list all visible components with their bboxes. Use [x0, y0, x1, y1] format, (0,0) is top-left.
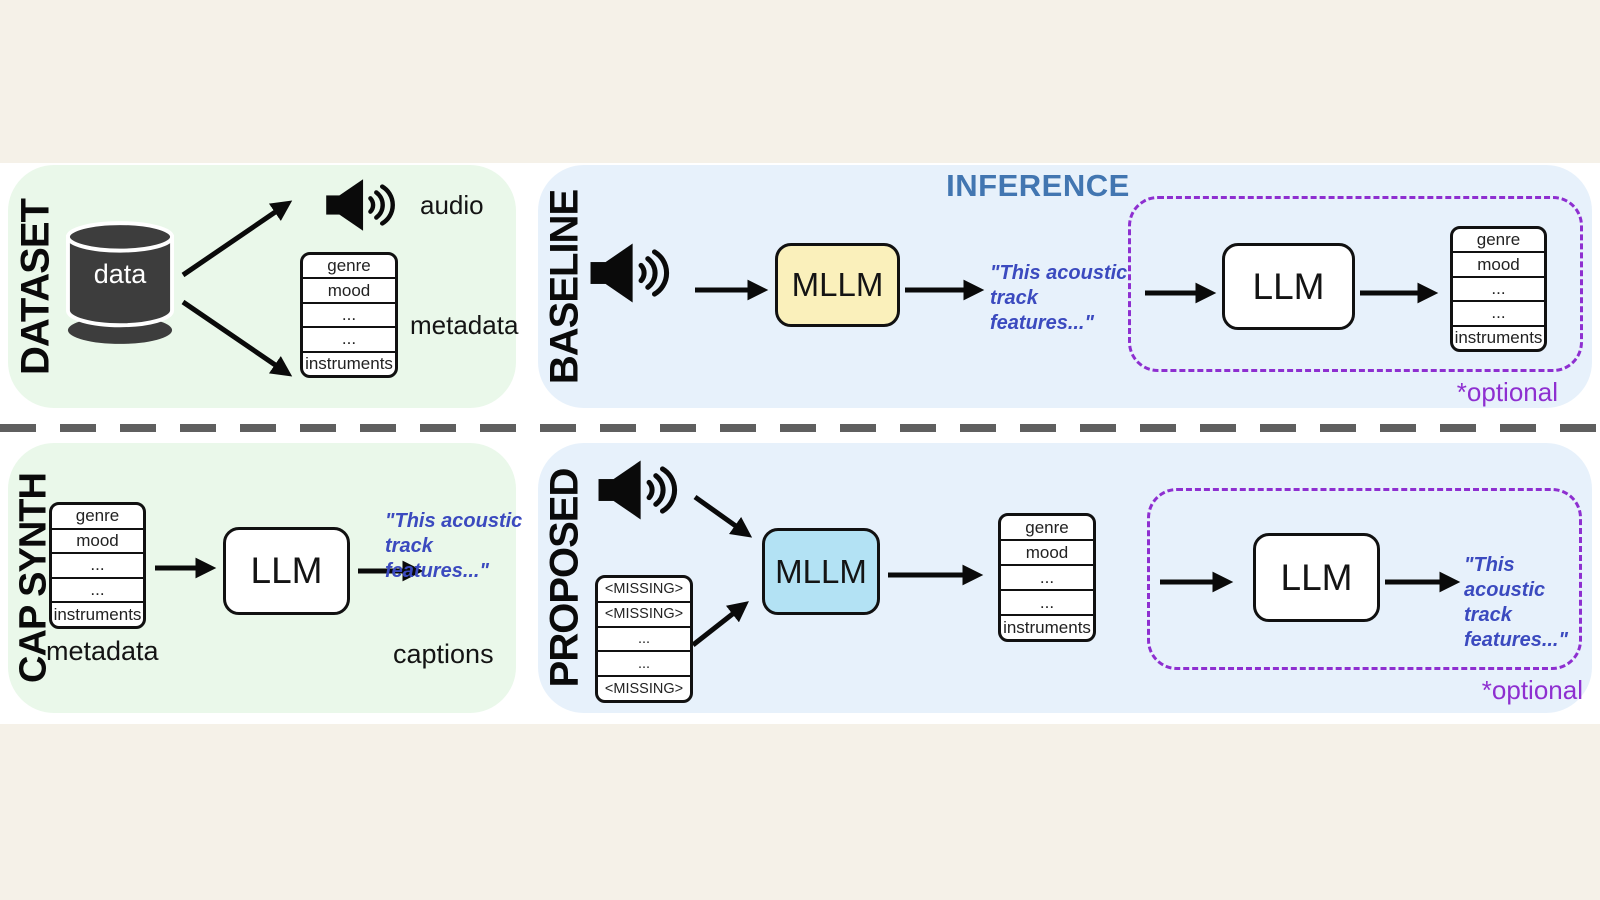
- capsynth-panel: CAP SYNTH genre mood ... ... instruments…: [8, 443, 522, 713]
- metadata-table: genre mood ... ... instruments: [300, 252, 398, 378]
- table-row: genre: [303, 255, 395, 280]
- table-row: <MISSING>: [598, 578, 690, 603]
- metadata-label: metadata: [410, 310, 519, 340]
- llm-node: LLM: [1253, 533, 1380, 622]
- table-row: instruments: [1003, 617, 1091, 637]
- arrow-audio-to-mllm: [693, 494, 753, 538]
- mllm-node: MLLM: [775, 243, 900, 327]
- caption-quote: "This acoustic track features...": [990, 262, 1128, 334]
- table-row: mood: [1001, 541, 1093, 566]
- metadata-table: genre mood ... ... instruments: [49, 502, 146, 629]
- table-row: ...: [1001, 566, 1093, 591]
- arrow-missing-to-mllm: [691, 601, 749, 647]
- inference-title: INFERENCE: [946, 168, 1130, 203]
- metadata-table: genre mood ... ... instruments: [998, 513, 1096, 642]
- table-row: genre: [1001, 516, 1093, 541]
- optional-label: *optional: [1481, 675, 1583, 705]
- speaker-icon: [590, 243, 670, 303]
- table-row: instruments: [53, 604, 142, 624]
- table-row: mood: [1453, 253, 1544, 278]
- audio-label: audio: [420, 190, 484, 220]
- mllm-node: MLLM: [762, 528, 880, 615]
- speaker-icon: [326, 179, 395, 231]
- table-row: mood: [303, 279, 395, 304]
- baseline-panel: BASELINE INFERENCE MLLM "This acoustic t…: [538, 165, 1592, 408]
- speaker-icon: [598, 460, 678, 520]
- optional-dashed-box: [1147, 488, 1582, 670]
- baseline-arrows: [695, 279, 1439, 304]
- table-row: ...: [1001, 591, 1093, 616]
- table-row: genre: [1453, 229, 1544, 254]
- arrow-data-to-audio: [181, 200, 293, 278]
- missing-table: <MISSING> <MISSING> ... ... <MISSING>: [595, 575, 693, 703]
- caption-quote: "This acoustic track features...": [1464, 554, 1568, 651]
- caption-quote: "This acoustic track features...": [385, 510, 523, 582]
- table-row: <MISSING>: [598, 603, 690, 628]
- table-row: ...: [598, 652, 690, 678]
- capsynth-arrows: [155, 557, 424, 582]
- llm-node: LLM: [1222, 243, 1355, 330]
- table-row: ...: [598, 628, 690, 653]
- table-row: ...: [303, 328, 395, 353]
- table-row: instruments: [305, 353, 393, 373]
- proposed-arrows: [691, 494, 1461, 647]
- dataset-arrows: [181, 200, 293, 377]
- table-row: ...: [52, 579, 143, 604]
- table-row: ...: [303, 304, 395, 329]
- table-row: <MISSING>: [604, 680, 684, 697]
- table-row: ...: [52, 554, 143, 579]
- captions-label: captions: [393, 639, 494, 669]
- proposed-panel: PROPOSED <MISSING> <MISSING> ... ..: [538, 443, 1592, 713]
- optional-dashed-box: [1128, 196, 1583, 372]
- table-row: ...: [1453, 302, 1544, 327]
- database-label: data: [93, 259, 147, 289]
- table-row: instruments: [1454, 327, 1543, 347]
- metadata-label: metadata: [46, 636, 159, 666]
- database-icon: [65, 221, 175, 344]
- optional-label: *optional: [1456, 377, 1558, 407]
- table-row: genre: [52, 505, 143, 530]
- table-row: mood: [52, 530, 143, 555]
- dataset-panel: DATASET data audio genre moo: [8, 165, 519, 408]
- metadata-table: genre mood ... ... instruments: [1450, 226, 1547, 352]
- table-row: ...: [1453, 278, 1544, 303]
- section-divider: [0, 424, 1600, 432]
- arrow-data-to-metadata: [181, 299, 293, 377]
- llm-node: LLM: [223, 527, 350, 615]
